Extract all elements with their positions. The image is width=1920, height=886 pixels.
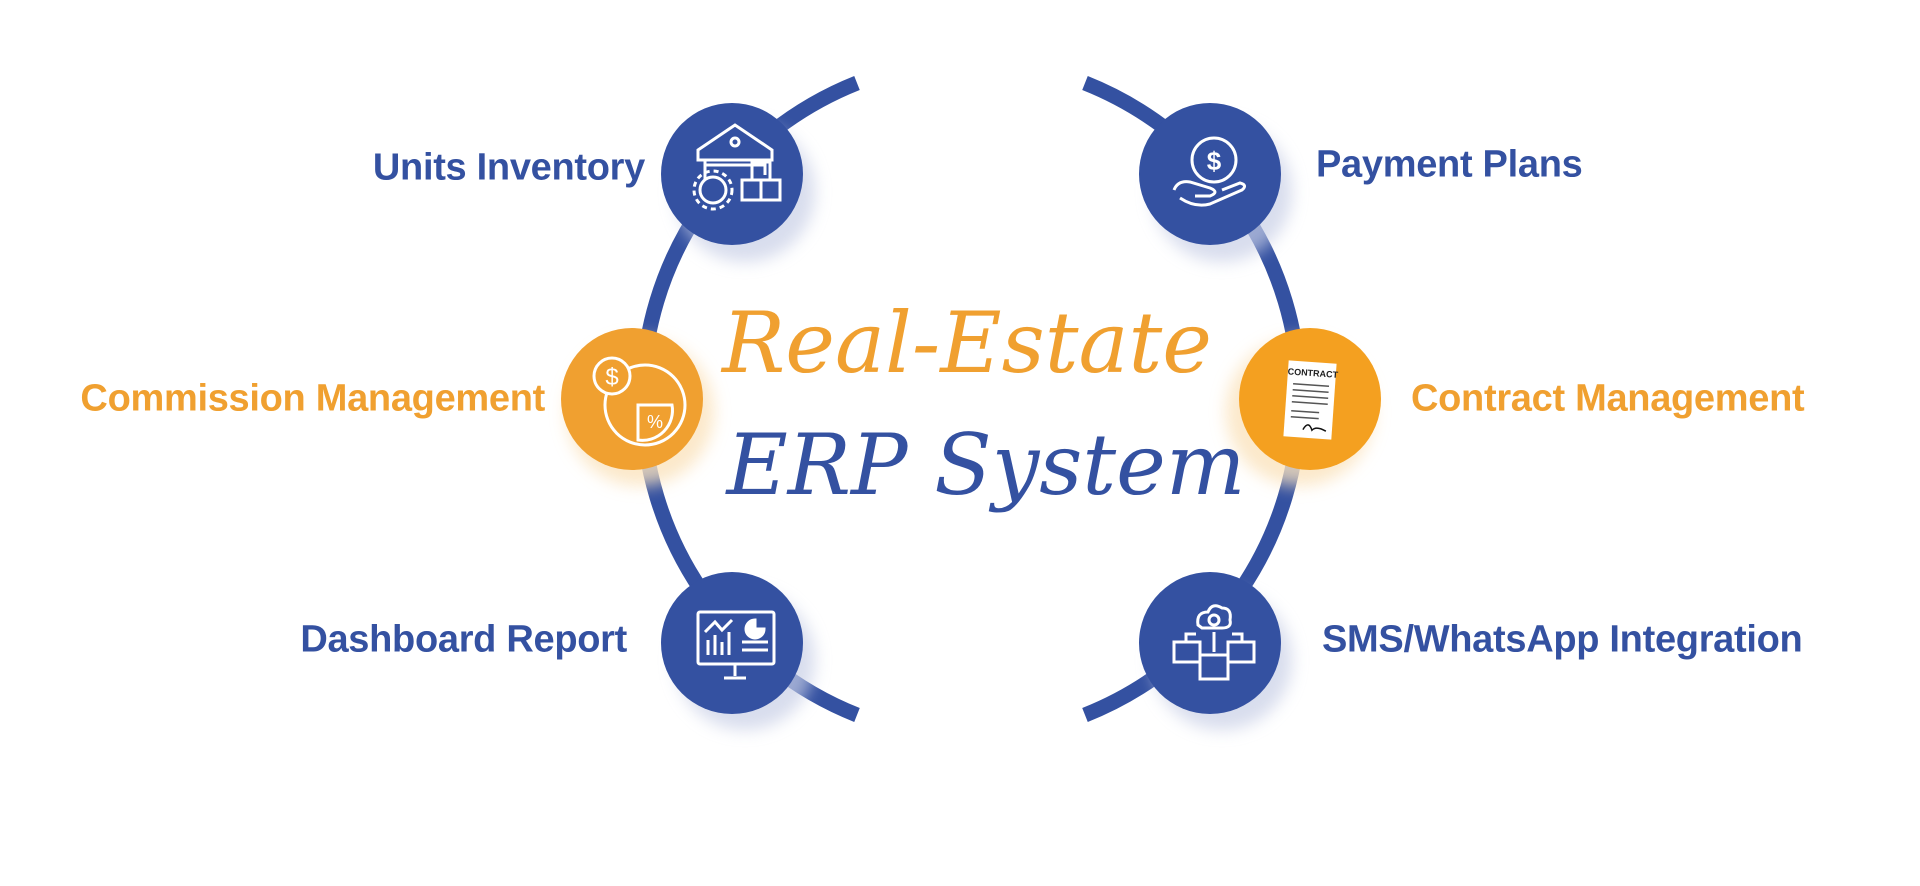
svg-text:$: $ [605,364,618,391]
label-dashboard-report: Dashboard Report [300,618,627,661]
title-line-2: ERP System [726,416,1246,514]
payment-plans-node[interactable]: $ [1139,103,1281,245]
svg-text:CONTRACT: CONTRACT [1287,366,1339,380]
label-sms-whatsapp-integration: SMS/WhatsApp Integration [1322,618,1803,661]
contract-management-node[interactable]: CONTRACT [1239,328,1381,470]
sms-whatsapp-integration-node[interactable] [1139,572,1281,714]
svg-text:%: % [647,412,663,432]
contract-document-icon: CONTRACT [1283,360,1339,440]
label-contract-management: Contract Management [1411,377,1805,420]
svg-text:$: $ [1207,146,1222,176]
label-units-inventory: Units Inventory [372,146,645,189]
commission-management-node[interactable]: $ % [561,328,703,470]
commission-icon: $ % [592,356,687,447]
units-inventory-node[interactable] [661,103,803,245]
title-line-1: Real-Estate [721,294,1213,392]
hand-coin-icon: $ [1172,136,1247,207]
cloud-integration-icon [1172,604,1256,681]
label-commission-management: Commission Management [80,377,545,420]
warehouse-icon [692,123,782,211]
dashboard-report-node[interactable] [661,572,803,714]
label-payment-plans: Payment Plans [1316,143,1583,186]
dashboard-monitor-icon [696,610,776,680]
